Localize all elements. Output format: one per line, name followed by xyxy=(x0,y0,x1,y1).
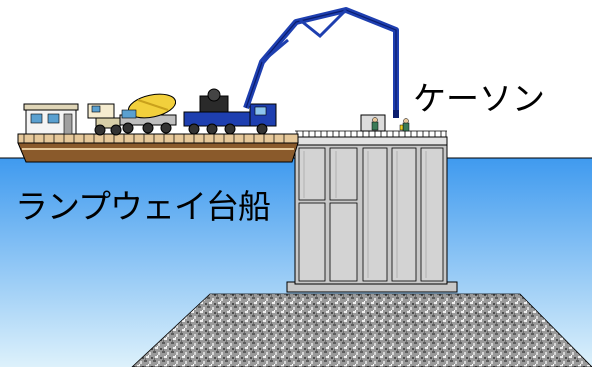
caisson-icon xyxy=(286,114,458,293)
barge-label: ランプウェイ台船 xyxy=(15,187,271,226)
rubble-mound-icon xyxy=(131,293,592,367)
pump-boom-outline xyxy=(245,9,397,112)
caisson-label: ケーソン xyxy=(413,79,545,118)
cabin-icon xyxy=(23,103,79,135)
caisson-cell-shading xyxy=(303,151,427,278)
caisson-top-slab xyxy=(294,136,448,146)
barge-icon xyxy=(17,133,299,163)
truck-icon xyxy=(87,103,122,136)
barge-hull xyxy=(17,142,299,163)
caisson-cells xyxy=(298,147,444,282)
pump-boom-brace xyxy=(261,8,348,64)
mixer-truck-icon xyxy=(119,93,177,134)
worker-icon xyxy=(371,117,410,132)
barge-deck-rail xyxy=(17,133,299,144)
barge-rail-posts xyxy=(23,134,285,143)
concrete-pump-truck-icon xyxy=(183,7,399,135)
